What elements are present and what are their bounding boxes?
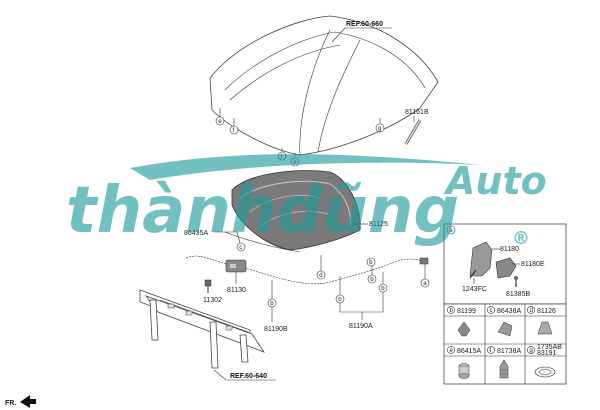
svg-text:f: f [490, 348, 492, 354]
table-cell-e: e 86415A [447, 346, 481, 379]
svg-text:1735AB: 1735AB [537, 344, 562, 351]
svg-text:b: b [270, 301, 274, 307]
svg-text:c: c [490, 308, 493, 314]
label-86435A: 86435A [184, 230, 208, 237]
hood-panel [209, 15, 439, 156]
svg-text:86415A: 86415A [457, 348, 481, 355]
svg-text:e: e [450, 348, 454, 354]
release-cable [185, 255, 426, 285]
svg-text:a: a [423, 281, 427, 287]
watermark-swoosh [130, 154, 480, 180]
svg-text:b: b [338, 297, 342, 303]
svg-text:83191: 83191 [537, 350, 557, 357]
ref-top-leader [331, 27, 346, 43]
svg-text:a: a [449, 228, 453, 234]
bolt-11302 [204, 279, 212, 293]
svg-text:b: b [381, 286, 385, 292]
label-81161B: 81161B [405, 109, 429, 116]
insulator-pad [231, 170, 361, 251]
svg-text:86438A: 86438A [497, 308, 521, 315]
table-cell-b: b 81199 [447, 306, 476, 337]
svg-text:b: b [450, 308, 454, 314]
hood-callout-f1: f [229, 118, 239, 135]
hood-callout-g: g [375, 118, 385, 133]
watermark-side: Auto [443, 159, 547, 203]
table-cell-c: c 86438A [487, 306, 521, 337]
watermark-main: thànhdũng [66, 174, 459, 248]
svg-text:b: b [370, 277, 374, 283]
front-member [139, 289, 266, 369]
callout-d: d [316, 255, 326, 280]
svg-text:81126: 81126 [537, 308, 556, 315]
label-81385B: 81385B [506, 291, 530, 298]
watermark: thànhdũng Auto ® [66, 154, 547, 249]
svg-text:81738A: 81738A [497, 348, 521, 355]
front-label: FR. [5, 400, 16, 407]
callout-a: a [419, 257, 430, 288]
callout-b-4: b [378, 283, 388, 293]
ref-top-label: REF.60-660 [346, 21, 383, 28]
hood-latch [225, 259, 247, 273]
front-arrow-icon [20, 395, 36, 408]
label-81125: 81125 [369, 221, 388, 228]
table-cell-f: f 81738A [487, 346, 521, 379]
svg-text:d: d [530, 308, 533, 314]
svg-text:b: b [369, 260, 373, 266]
svg-text:81199: 81199 [457, 308, 476, 315]
table-cell-d: d 81126 [527, 306, 556, 335]
svg-text:c: c [239, 245, 242, 251]
svg-text:g: g [530, 348, 533, 354]
detail-box-a: a [443, 223, 567, 305]
callout-b-1: b [267, 298, 277, 308]
table-cell-g: g 1735AB 83191 [527, 344, 562, 378]
callout-c: c [236, 231, 246, 252]
support-rod [404, 119, 422, 145]
svg-text:d: d [319, 273, 322, 279]
callout-b-2: b [335, 294, 345, 304]
ref-bottom-label: REF.60-640 [230, 373, 267, 380]
label-81190A: 81190A [349, 323, 373, 330]
label-81180E: 81180E [521, 261, 545, 268]
watermark-registered-mark: ® [512, 228, 530, 249]
callout-b-5: b [366, 257, 376, 267]
callout-b-3: b [367, 274, 377, 284]
weatherstrip [224, 231, 301, 253]
svg-text:e: e [218, 119, 222, 125]
label-81190B: 81190B [264, 326, 288, 333]
label-81180: 81180 [500, 246, 519, 253]
label-11302: 11302 [203, 297, 222, 304]
svg-text:f: f [233, 128, 235, 134]
hood-callout-e1: e [215, 108, 225, 126]
label-81130: 81130 [227, 287, 246, 294]
svg-text:g: g [378, 126, 381, 132]
label-1243FC: 1243FC [462, 286, 487, 293]
